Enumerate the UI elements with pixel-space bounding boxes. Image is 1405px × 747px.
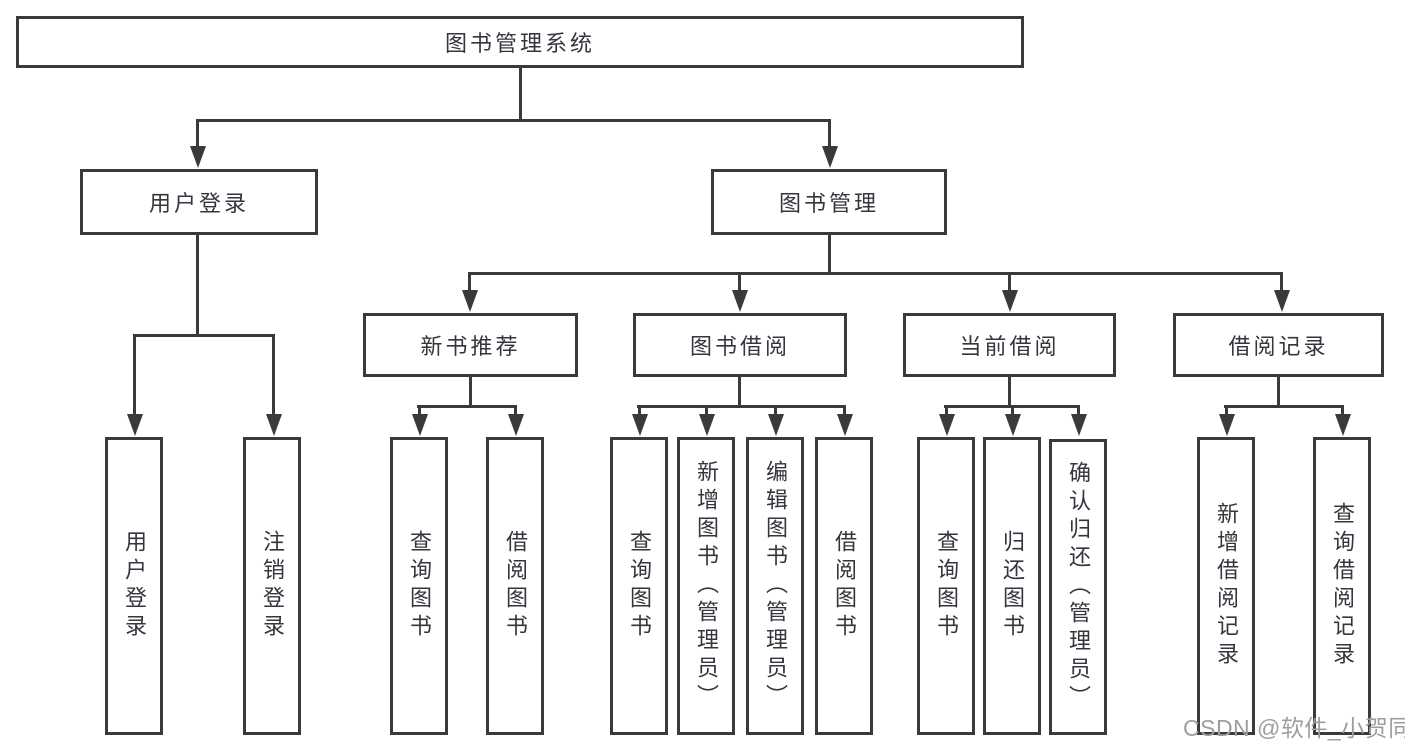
leaf-label: 查询图书	[627, 530, 652, 642]
connector-line	[828, 233, 831, 275]
connector-line	[196, 233, 199, 337]
node-book-management: 图书管理	[711, 169, 947, 235]
connector-line	[1224, 405, 1344, 408]
connector-line	[1277, 375, 1280, 408]
node-label: 图书管理	[778, 191, 879, 216]
leaf-recommend-borrow-book: 借阅图书	[486, 437, 544, 735]
leaf-label: 编辑图书（管理员）	[763, 460, 788, 712]
arrow-down-icon	[411, 405, 428, 436]
arrow-down-icon	[461, 272, 478, 312]
arrow-down-icon	[1334, 405, 1351, 436]
leaf-logout: 注销登录	[243, 437, 301, 735]
leaf-label: 新增图书（管理员）	[694, 460, 719, 712]
node-borrowing-records: 借阅记录	[1173, 313, 1384, 377]
arrow-down-icon	[938, 405, 955, 436]
leaf-label: 用户登录	[122, 530, 147, 642]
leaf-label: 归还图书	[1000, 530, 1025, 642]
arrow-down-icon	[189, 119, 206, 168]
leaf-label: 借阅图书	[832, 530, 857, 642]
arrow-down-icon	[507, 405, 524, 436]
node-user-login-group: 用户登录	[80, 169, 318, 235]
arrow-down-icon	[1001, 272, 1018, 312]
leaf-user-login: 用户登录	[105, 437, 163, 735]
connector-line	[738, 375, 741, 408]
connector-line	[637, 405, 846, 408]
node-label: 借阅记录	[1228, 334, 1329, 359]
connector-line	[469, 375, 472, 408]
leaf-label: 查询图书	[934, 530, 959, 642]
leaf-label: 新增借阅记录	[1214, 502, 1239, 670]
arrow-down-icon	[265, 334, 282, 436]
leaf-recommend-query-book: 查询图书	[390, 437, 448, 735]
node-book-borrowing: 图书借阅	[633, 313, 847, 377]
arrow-down-icon	[821, 119, 838, 168]
arrow-down-icon	[698, 405, 715, 436]
arrow-down-icon	[631, 405, 648, 436]
connector-line	[417, 405, 517, 408]
leaf-label: 确认归还（管理员）	[1066, 461, 1091, 713]
leaf-records-query-borrow-record: 查询借阅记录	[1313, 437, 1371, 735]
node-label: 当前借阅	[959, 334, 1060, 359]
leaf-borrowing-borrow-book: 借阅图书	[815, 437, 873, 735]
node-library-management-system: 图书管理系统	[16, 16, 1024, 68]
leaf-current-confirm-return-admin: 确认归还（管理员）	[1049, 439, 1107, 735]
node-new-book-recommend: 新书推荐	[363, 313, 578, 377]
leaf-borrowing-query-book: 查询图书	[610, 437, 668, 735]
node-current-borrowing: 当前借阅	[903, 313, 1116, 377]
leaf-label: 查询借阅记录	[1330, 502, 1355, 670]
connector-line	[133, 334, 275, 337]
leaf-current-query-book: 查询图书	[917, 437, 975, 735]
arrow-down-icon	[767, 405, 784, 436]
leaf-label: 查询图书	[407, 530, 432, 642]
leaf-label: 注销登录	[260, 530, 285, 642]
node-label: 用户登录	[148, 191, 249, 216]
node-label: 图书借阅	[689, 334, 790, 359]
arrow-down-icon	[1273, 272, 1290, 312]
leaf-records-add-borrow-record: 新增借阅记录	[1197, 437, 1255, 735]
leaf-label: 借阅图书	[503, 530, 528, 642]
connector-line	[519, 66, 522, 122]
leaf-current-return-book: 归还图书	[983, 437, 1041, 735]
arrow-down-icon	[836, 405, 853, 436]
csdn-watermark: CSDN @软件_小贺同学	[1183, 715, 1405, 741]
arrow-down-icon	[126, 334, 143, 436]
leaf-borrowing-add-book-admin: 新增图书（管理员）	[677, 437, 735, 735]
arrow-down-icon	[1004, 405, 1021, 436]
connector-line	[468, 272, 1282, 275]
arrow-down-icon	[1070, 405, 1087, 436]
leaf-borrowing-edit-book-admin: 编辑图书（管理员）	[746, 437, 804, 735]
connector-line	[196, 119, 831, 122]
node-label: 新书推荐	[420, 334, 521, 359]
connector-line	[1008, 375, 1011, 408]
arrow-down-icon	[1218, 405, 1235, 436]
arrow-down-icon	[731, 272, 748, 312]
node-label: 图书管理系统	[444, 31, 595, 56]
